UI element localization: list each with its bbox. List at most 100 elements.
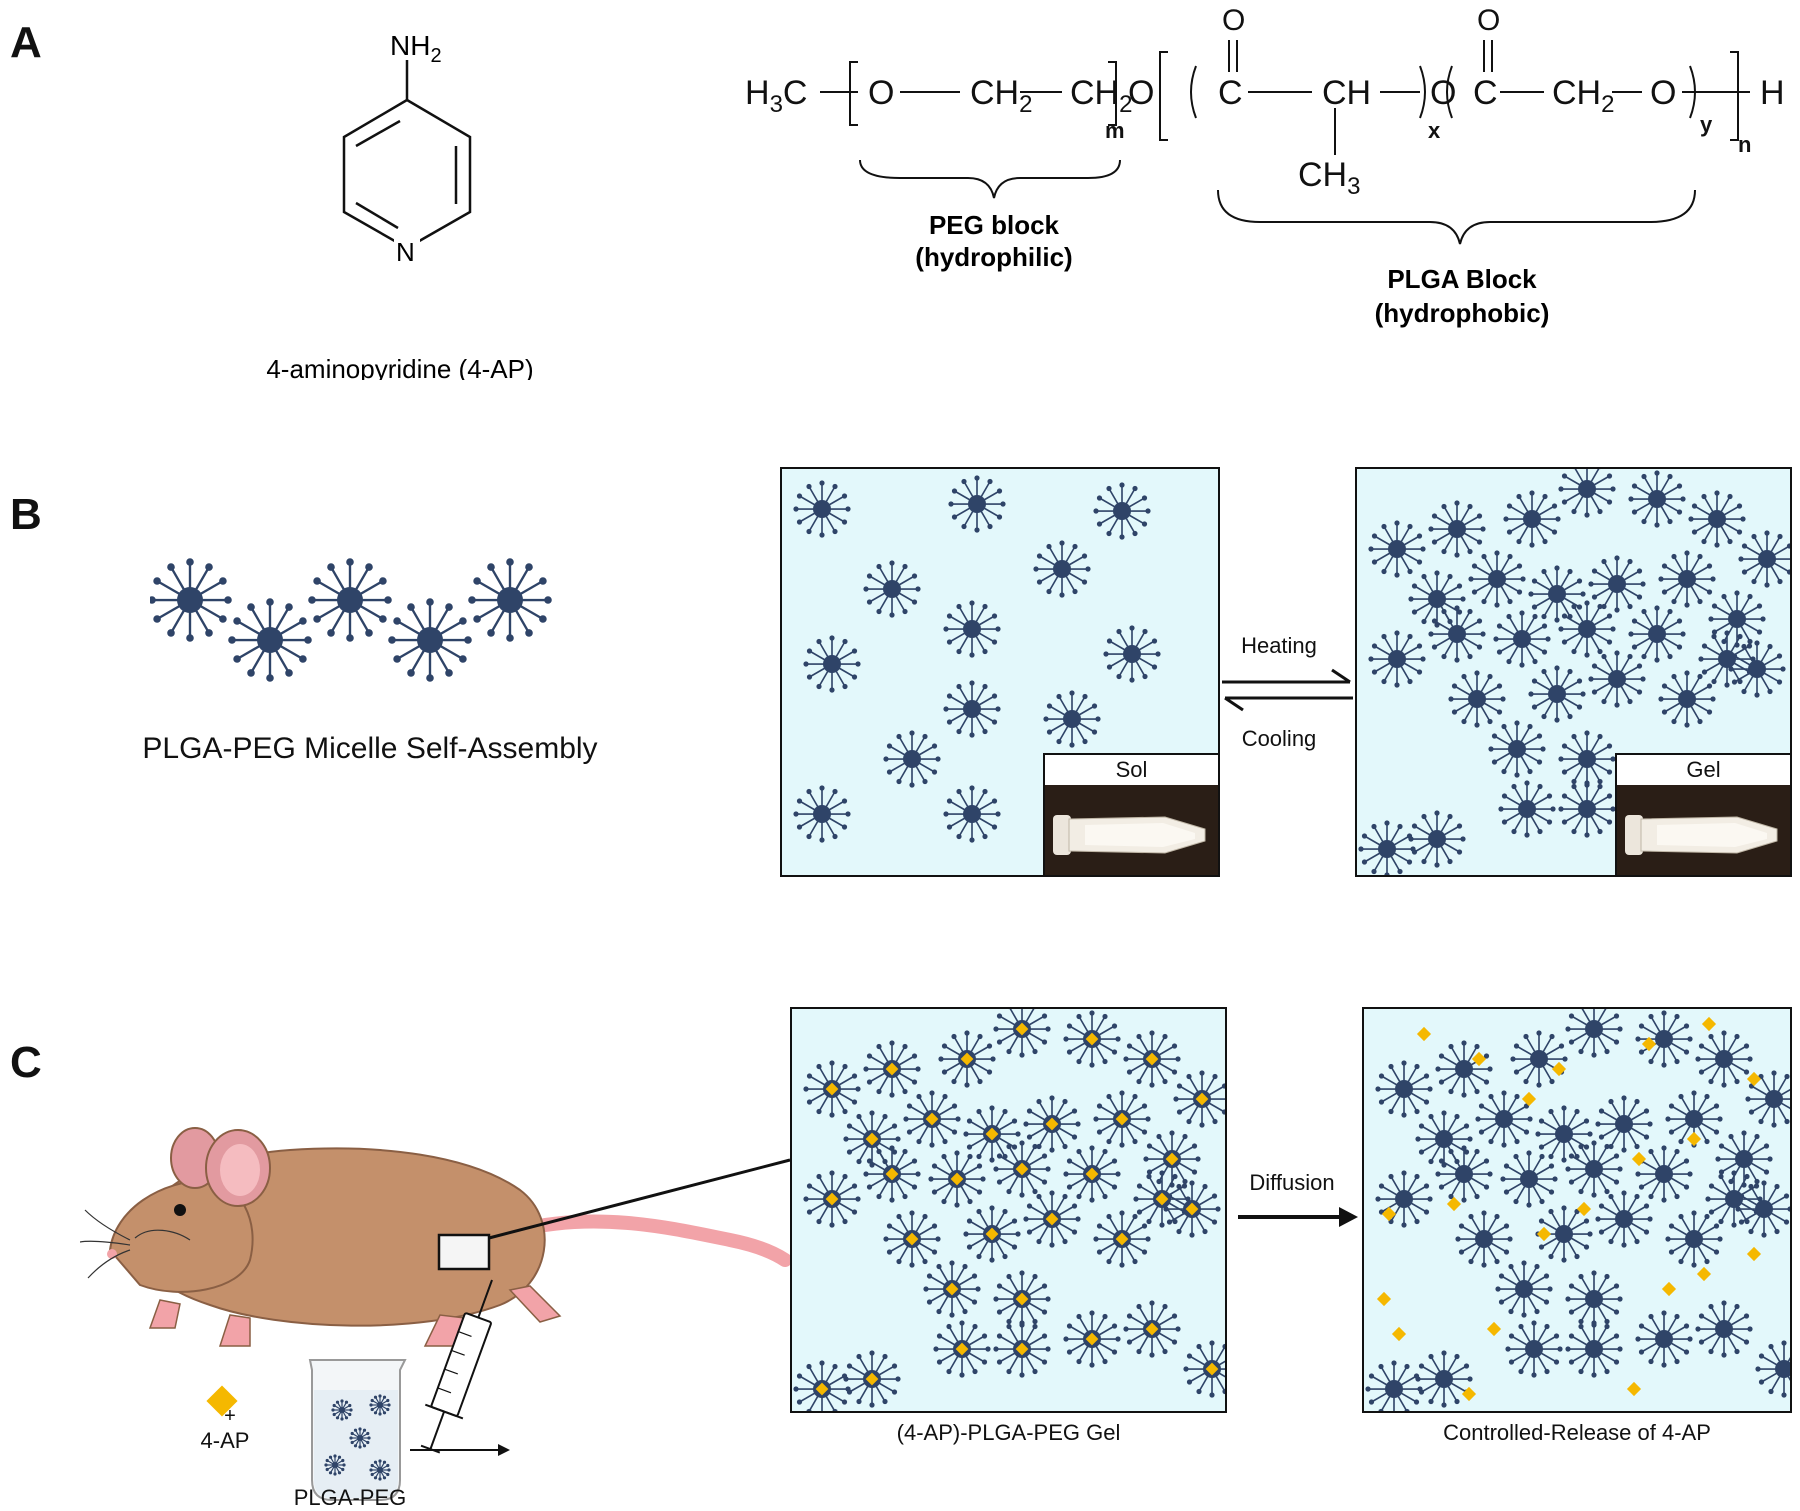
micelle xyxy=(1435,1040,1492,1097)
amine-label: NH2 xyxy=(390,30,442,67)
sol-inset: Sol xyxy=(1043,753,1218,875)
micelle xyxy=(803,1060,860,1117)
svg-text:CH3: CH3 xyxy=(1298,156,1360,200)
micelle xyxy=(883,1210,940,1267)
micelle xyxy=(1023,1190,1080,1247)
micelle xyxy=(1503,490,1560,547)
micelle-row xyxy=(150,540,610,700)
micelle xyxy=(1173,1070,1227,1127)
micelle xyxy=(963,1205,1020,1262)
micelle xyxy=(1143,1130,1200,1187)
micelle xyxy=(1123,1300,1180,1357)
svg-text:CH: CH xyxy=(1322,74,1371,112)
micelle xyxy=(1635,1010,1692,1067)
micelle xyxy=(1493,610,1550,667)
diffusion-label: Diffusion xyxy=(1232,1170,1352,1196)
micelle xyxy=(1093,482,1150,539)
micelle xyxy=(993,1009,1050,1058)
micelle xyxy=(1063,1310,1120,1367)
micelle xyxy=(1033,540,1090,597)
released-drug xyxy=(1662,1282,1676,1296)
svg-text:C: C xyxy=(1218,74,1243,112)
drug-gel-box xyxy=(790,1007,1227,1413)
released-drug xyxy=(1552,1062,1566,1076)
micelle xyxy=(1488,720,1545,777)
micelle xyxy=(1103,625,1160,682)
micelle xyxy=(228,598,312,682)
gel-inset: Gel xyxy=(1615,753,1790,875)
micelle xyxy=(1023,1095,1080,1152)
micelle xyxy=(1528,665,1585,722)
micelle xyxy=(1415,1350,1472,1407)
micelle xyxy=(1628,605,1685,662)
micelle xyxy=(803,1170,860,1227)
micelle xyxy=(1715,1130,1772,1187)
release-caption: Controlled-Release of 4-AP xyxy=(1362,1420,1792,1446)
svg-text:x: x xyxy=(1428,118,1441,143)
plus-sign: + xyxy=(180,1405,280,1428)
released-drug xyxy=(1577,1202,1591,1216)
released-drug xyxy=(1747,1072,1761,1086)
micelle xyxy=(1063,1010,1120,1067)
micelle xyxy=(1163,1180,1220,1237)
micelle xyxy=(948,475,1005,532)
ring-nitrogen-label: N xyxy=(396,237,415,267)
micelle xyxy=(1495,1260,1552,1317)
micelle xyxy=(308,558,392,642)
drug-label: 4-AP xyxy=(180,1428,270,1454)
micelle xyxy=(1588,555,1645,612)
micelle xyxy=(863,560,920,617)
micelle xyxy=(1468,550,1525,607)
micelle xyxy=(1133,1170,1190,1227)
micelle xyxy=(1063,1145,1120,1202)
drug-gel-caption: (4-AP)-PLGA-PEG Gel xyxy=(790,1420,1227,1446)
sol-label: Sol xyxy=(1045,755,1218,787)
micelle xyxy=(943,785,1000,842)
micelle xyxy=(1558,780,1615,837)
drug-gel-network xyxy=(792,1009,1227,1413)
micelle xyxy=(1565,1009,1622,1058)
released-drug xyxy=(1702,1017,1716,1031)
released-drug xyxy=(1697,1267,1711,1281)
micelle xyxy=(1595,1190,1652,1247)
micelle xyxy=(1500,1150,1557,1207)
micelle xyxy=(803,635,860,692)
svg-text:O: O xyxy=(868,74,894,112)
released-drug xyxy=(1687,1132,1701,1146)
svg-text:O: O xyxy=(1650,74,1676,112)
svg-text:CH2: CH2 xyxy=(1552,74,1614,118)
micelle xyxy=(793,1360,850,1413)
micelle xyxy=(1755,1340,1792,1397)
micelle xyxy=(1695,1030,1752,1087)
peg-block-label: PEG block xyxy=(929,210,1060,240)
heating-label: Heating xyxy=(1224,633,1334,659)
svg-text:m: m xyxy=(1105,118,1125,143)
svg-text:CH2: CH2 xyxy=(970,74,1032,118)
plga-block-sublabel: (hydrophobic) xyxy=(1375,298,1550,328)
svg-text:H: H xyxy=(1760,74,1785,112)
micelle xyxy=(928,1150,985,1207)
micelle xyxy=(1043,690,1100,747)
micelle xyxy=(1628,470,1685,527)
micelle xyxy=(1558,730,1615,787)
released-drug xyxy=(1522,1092,1536,1106)
micelle xyxy=(1588,650,1645,707)
plga-block-label: PLGA Block xyxy=(1387,264,1537,294)
micelle xyxy=(1565,1270,1622,1327)
micelle xyxy=(1708,590,1765,647)
micelle xyxy=(963,1105,1020,1162)
micelle xyxy=(1695,1300,1752,1357)
micelle xyxy=(1510,1030,1567,1087)
micelle xyxy=(1408,810,1465,867)
svg-text:H3C: H3C xyxy=(745,74,807,118)
release-network xyxy=(1364,1009,1792,1413)
sol-box: Sol xyxy=(780,467,1220,877)
released-drug xyxy=(1632,1152,1646,1166)
micelle xyxy=(1635,1145,1692,1202)
svg-text:O: O xyxy=(1430,74,1456,112)
svg-text:O: O xyxy=(1477,4,1500,37)
micelle xyxy=(1368,520,1425,577)
svg-text:O: O xyxy=(1128,74,1154,112)
micelle xyxy=(1498,780,1555,837)
gel-label: Gel xyxy=(1617,755,1790,787)
